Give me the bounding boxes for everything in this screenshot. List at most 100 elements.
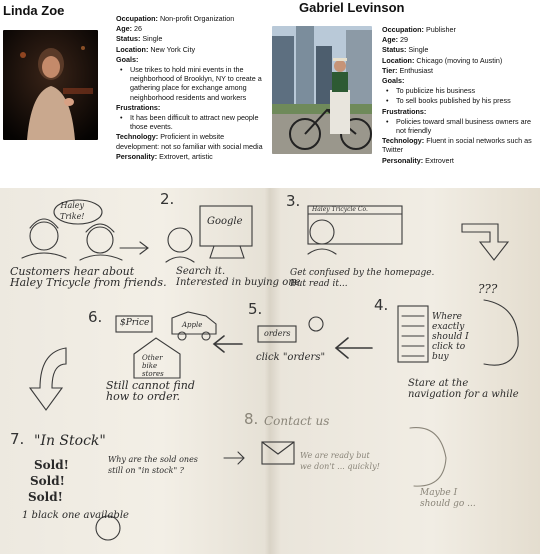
value-status: Single	[142, 34, 163, 44]
value-age: 29	[399, 35, 408, 45]
orders-button-text: orders	[264, 329, 291, 338]
label-frustrations: Frustrations:	[382, 106, 427, 116]
goal-item: To sell books published by his press	[386, 96, 540, 105]
goal-item: To publicize his business	[386, 86, 540, 95]
frustration-item: It has been difficult to attract new peo…	[120, 113, 268, 131]
step-number: 8.	[244, 410, 259, 428]
persona-details: Occupation: Non-profit Organization Age:…	[116, 14, 268, 162]
label-personality: Personality:	[116, 151, 158, 161]
label-personality: Personality:	[382, 155, 424, 165]
storyboard-sketch: 2. 3. 4. 5. 6. 7. 8. Haley Trike! Custom…	[0, 188, 540, 554]
label-goals: Goals:	[116, 54, 139, 64]
face-sketch	[86, 226, 114, 254]
label-age: Age:	[116, 24, 132, 34]
step-caption: click "orders"	[256, 352, 326, 363]
label-technology: Technology:	[382, 136, 425, 146]
step-number: 6.	[88, 308, 103, 326]
storyboard-drawings	[21, 199, 519, 541]
persona-name: Linda Zoe	[3, 3, 65, 18]
value-occupation: Publisher	[425, 25, 456, 34]
face-sketch	[95, 515, 121, 541]
sold-text: Sold!	[34, 458, 69, 472]
price-tag-sketch	[115, 315, 153, 333]
step-caption: Contact us	[264, 414, 330, 428]
label-occupation: Occupation:	[116, 14, 158, 23]
car-sketch	[171, 311, 217, 335]
house-sketch	[133, 337, 181, 379]
face-sketch	[483, 299, 519, 366]
value-location: New York City	[150, 44, 196, 54]
sold-text: Sold!	[30, 474, 65, 488]
face-sketch	[309, 219, 335, 245]
value-occupation: Non-profit Organization	[159, 14, 235, 23]
arrow-sketch	[28, 347, 67, 411]
step-caption: Stare at the navigation for a while	[408, 378, 519, 400]
label-tier: Tier:	[382, 65, 398, 75]
value-personality: Extrovert	[425, 155, 454, 165]
step-caption: Customers hear about Haley Tricycle from…	[10, 265, 167, 289]
label-age: Age:	[382, 35, 398, 45]
arrow-sketch	[461, 223, 510, 261]
speech-bubble-text: Haley Trike!	[60, 201, 85, 221]
face-sketch	[409, 427, 447, 487]
orders-button-sketch	[257, 325, 297, 343]
ready-busy-text: We are ready but we don't ... quickly!	[300, 451, 380, 471]
in-stock-text: "In Stock"	[34, 433, 106, 449]
nav-list-sketch	[397, 305, 429, 363]
value-location: Chicago (moving to Austin)	[416, 55, 503, 65]
persona-photo	[3, 30, 98, 140]
persona-photo	[272, 26, 372, 154]
persona-details: Occupation: Publisher Age: 29 Status: Si…	[382, 25, 540, 166]
step-number: 4.	[374, 296, 389, 314]
persona-card-linda: Linda Zoe Occupation: Non-profit Organiz…	[0, 0, 268, 186]
why-sold-text: Why are the sold ones still on "in stock…	[108, 455, 198, 475]
label-status: Status:	[116, 34, 141, 44]
persona-card-gabriel: Gabriel Levinson Occupation: Publisher A…	[270, 0, 540, 186]
face-sketch	[29, 221, 59, 251]
question-marks: ???	[478, 282, 498, 296]
step-caption: Search it. Interested in buying one	[176, 266, 301, 288]
value-age: 26	[133, 24, 142, 34]
thought-text: Where exactly should I click to buy	[432, 312, 469, 362]
sold-text: Sold!	[28, 490, 63, 504]
arrow-sketch	[212, 335, 243, 353]
arrow-sketch	[223, 451, 245, 465]
frustrations-list: It has been difficult to attract new peo…	[116, 113, 268, 131]
value-tier: Enthusiast	[399, 65, 434, 75]
goals-list: To publicize his business To sell books …	[382, 86, 540, 106]
step-number: 7.	[10, 430, 25, 448]
arrow-sketch	[334, 337, 373, 359]
homepage-bar-text: Haley Tricycle Co.	[312, 206, 368, 213]
house-text: Other bike stores	[142, 354, 164, 378]
goal-item: Use trikes to hold mini events in the ne…	[120, 65, 268, 102]
value-technology: Fluent in social networks such as Twitte…	[382, 136, 532, 155]
label-goals: Goals:	[382, 76, 405, 86]
label-occupation: Occupation:	[382, 25, 424, 34]
monitor-screen-text: Google	[207, 216, 243, 227]
frustrations-list: Policies toward small business owners ar…	[382, 117, 540, 135]
maybe-shop-text: Maybe I should go ...	[420, 488, 476, 509]
label-frustrations: Frustrations:	[116, 102, 161, 112]
bulb-sketch	[308, 316, 324, 332]
speech-bubble	[53, 199, 103, 225]
step-caption: 1 black one available	[22, 510, 129, 521]
label-location: Location:	[382, 55, 415, 65]
step-caption: Get confused by the homepage. But read i…	[290, 268, 435, 289]
persona-name: Gabriel Levinson	[299, 0, 405, 15]
value-technology: Proficient in website development: not s…	[116, 132, 263, 151]
label-technology: Technology:	[116, 132, 159, 142]
value-personality: Extrovert, artistic	[159, 151, 213, 161]
step-number: 5.	[248, 300, 263, 318]
price-tag-text: $Price	[120, 318, 150, 328]
step-number: 3.	[286, 192, 301, 210]
label-location: Location:	[116, 44, 149, 54]
step-caption: Still cannot find how to order.	[106, 379, 195, 403]
arrow-sketch	[119, 241, 149, 255]
value-status: Single	[408, 45, 429, 55]
browser-sketch	[307, 205, 403, 245]
label-status: Status:	[382, 45, 407, 55]
frustration-item: Policies toward small business owners ar…	[386, 117, 540, 135]
goals-list: Use trikes to hold mini events in the ne…	[116, 65, 268, 102]
step-number: 2.	[160, 190, 175, 208]
car-text: Apple	[182, 321, 203, 329]
